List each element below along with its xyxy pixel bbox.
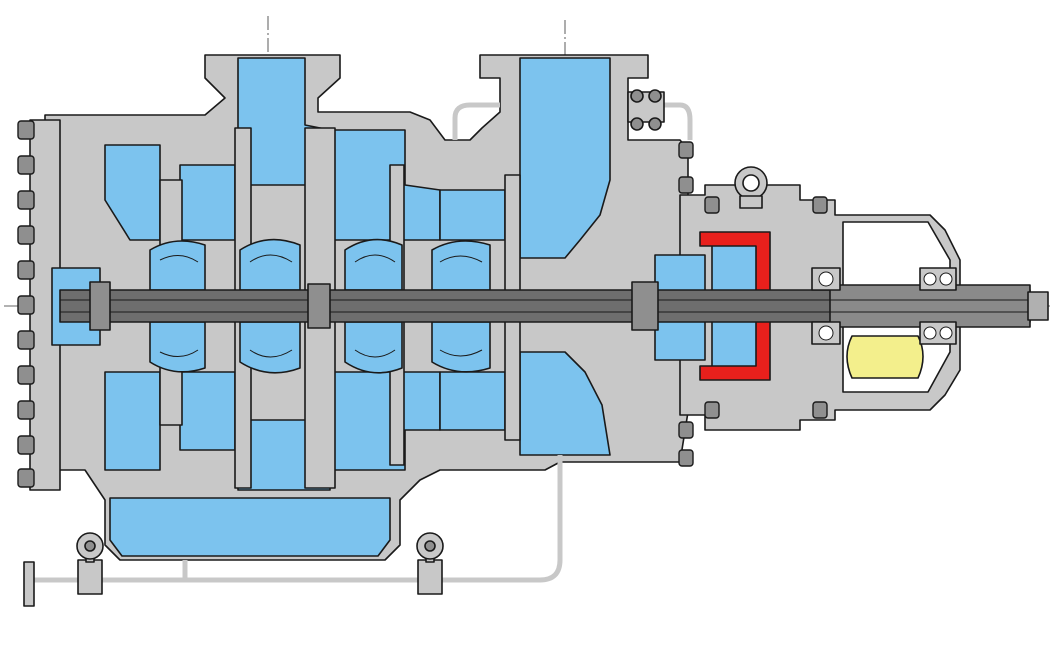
bolt-head-10 bbox=[17, 435, 35, 455]
lifting-eye bbox=[734, 166, 768, 209]
drain-valve-right bbox=[416, 532, 444, 595]
bolt-head-4 bbox=[17, 225, 35, 245]
impeller-stage-1 bbox=[149, 240, 206, 373]
bearings bbox=[811, 267, 957, 345]
impeller-stage-3 bbox=[344, 238, 403, 374]
drain-flange bbox=[23, 561, 35, 607]
pipe-union-top bbox=[627, 89, 665, 131]
bolt-head-1 bbox=[17, 120, 35, 140]
flange-bolt-7 bbox=[812, 196, 828, 214]
drain-valve-left bbox=[76, 532, 104, 595]
bolt-head-2 bbox=[17, 155, 35, 175]
bolt-head-9 bbox=[17, 400, 35, 420]
bolt-head-11 bbox=[17, 468, 35, 488]
impellers bbox=[149, 238, 491, 374]
flange-bolt-8 bbox=[812, 401, 828, 419]
bearing-outboard bbox=[919, 267, 957, 345]
bolt-head-3 bbox=[17, 190, 35, 210]
shaft-coupling-end bbox=[1027, 291, 1049, 321]
flange-bolt-1 bbox=[678, 141, 694, 159]
flange-bolt-4 bbox=[678, 449, 694, 467]
end-cover-bolts bbox=[17, 120, 35, 488]
flange-bolt-5 bbox=[704, 196, 720, 214]
flange-bolt-3 bbox=[678, 421, 694, 439]
bolt-head-5 bbox=[17, 260, 35, 280]
drain-piping bbox=[23, 455, 563, 607]
pump-shaft bbox=[59, 281, 1031, 331]
impeller-stage-4 bbox=[431, 240, 491, 373]
bolt-head-6 bbox=[17, 295, 35, 315]
bolt-head-8 bbox=[17, 365, 35, 385]
impeller-stage-2 bbox=[239, 238, 301, 374]
flange-bolt-6 bbox=[704, 401, 720, 419]
flange-bolt-2 bbox=[678, 176, 694, 194]
bolt-head-7 bbox=[17, 330, 35, 350]
bearing-drive-end bbox=[811, 267, 841, 345]
flange-bolts bbox=[678, 141, 828, 467]
